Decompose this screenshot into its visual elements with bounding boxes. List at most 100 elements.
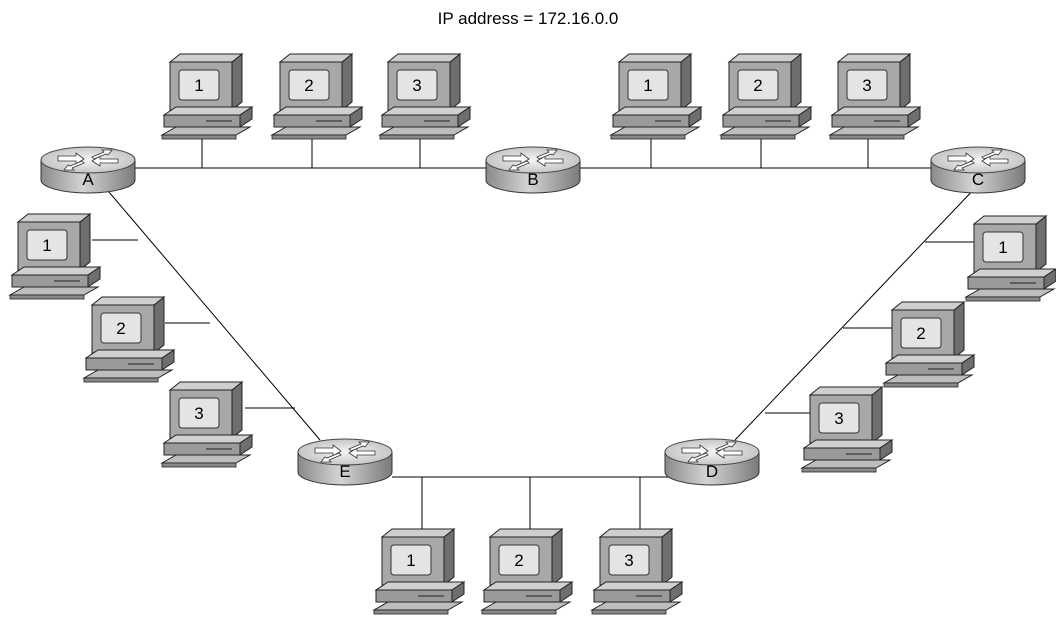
host-ab-3[interactable]: 3 bbox=[378, 52, 472, 140]
keyboard-front bbox=[161, 134, 237, 140]
keyboard-front bbox=[83, 377, 159, 383]
monitor-side bbox=[1035, 214, 1047, 274]
monitor-top bbox=[808, 386, 884, 396]
host-label: 2 bbox=[753, 76, 762, 95]
keyboard bbox=[964, 288, 1056, 298]
cpu-top bbox=[84, 349, 176, 359]
host-label: 1 bbox=[998, 238, 1007, 257]
cpu-top bbox=[830, 106, 922, 116]
router-top bbox=[930, 146, 1026, 174]
host-ab-2[interactable]: 2 bbox=[270, 52, 364, 140]
router-arrows-icon bbox=[57, 149, 119, 171]
keyboard-front bbox=[161, 462, 237, 468]
keyboard bbox=[378, 126, 470, 136]
cpu-side bbox=[879, 439, 893, 461]
monitor-screen bbox=[396, 69, 438, 101]
router-arrows-icon bbox=[947, 149, 1009, 171]
host-bc-1[interactable]: 1 bbox=[609, 52, 703, 140]
cpu-top bbox=[966, 268, 1056, 278]
host-label: 2 bbox=[116, 319, 125, 338]
cpu-top bbox=[884, 354, 976, 364]
router-arrows-icon bbox=[502, 149, 564, 171]
cpu-top bbox=[162, 106, 254, 116]
cpu-side bbox=[688, 106, 702, 128]
router-b[interactable]: B bbox=[485, 146, 581, 194]
cpu-side bbox=[559, 581, 573, 603]
cpu-top bbox=[721, 106, 813, 116]
monitor-side bbox=[153, 295, 165, 355]
host-label: 1 bbox=[42, 236, 51, 255]
keyboard-front bbox=[883, 382, 959, 388]
router-top bbox=[664, 438, 760, 466]
cpu-side bbox=[161, 349, 175, 371]
monitor-top bbox=[488, 528, 564, 538]
router-c[interactable]: C bbox=[930, 146, 1026, 194]
cpu-side bbox=[457, 106, 471, 128]
host-label: 3 bbox=[834, 409, 843, 428]
keyboard-front bbox=[829, 134, 905, 140]
host-ae-3[interactable]: 3 bbox=[160, 380, 254, 468]
router-label: B bbox=[527, 170, 538, 189]
monitor-side bbox=[443, 527, 455, 587]
monitor-screen bbox=[900, 317, 942, 349]
router-label: E bbox=[339, 462, 350, 481]
monitor-top bbox=[168, 381, 244, 391]
keyboard-front bbox=[801, 467, 877, 473]
cpu-side bbox=[87, 266, 101, 288]
monitor-screen bbox=[608, 544, 650, 576]
host-ed-1[interactable]: 1 bbox=[372, 527, 466, 615]
host-label: 3 bbox=[862, 76, 871, 95]
monitor-top bbox=[168, 53, 244, 63]
monitor-top bbox=[972, 215, 1048, 225]
keyboard bbox=[160, 126, 252, 136]
keyboard-front bbox=[720, 134, 796, 140]
host-label: 3 bbox=[412, 76, 421, 95]
keyboard-front bbox=[591, 609, 667, 615]
monitor-top bbox=[890, 301, 966, 311]
router-a[interactable]: A bbox=[40, 146, 136, 194]
host-ae-2[interactable]: 2 bbox=[82, 295, 176, 383]
host-label: 3 bbox=[194, 404, 203, 423]
monitor-top bbox=[617, 53, 693, 63]
host-label: 2 bbox=[514, 551, 523, 570]
monitor-screen bbox=[627, 69, 669, 101]
cpu-side bbox=[451, 581, 465, 603]
host-label: 2 bbox=[916, 324, 925, 343]
host-bc-3[interactable]: 3 bbox=[828, 52, 922, 140]
monitor-side bbox=[953, 300, 965, 360]
host-ae-1[interactable]: 1 bbox=[8, 212, 102, 300]
link-c-d bbox=[734, 184, 979, 441]
monitor-side bbox=[551, 527, 563, 587]
monitor-screen bbox=[178, 397, 220, 429]
cpu-side bbox=[239, 434, 253, 456]
diagram-title: IP address = 172.16.0.0 bbox=[438, 9, 619, 28]
keyboard-front bbox=[379, 134, 455, 140]
keyboard-front bbox=[373, 609, 449, 615]
cpu-side bbox=[907, 106, 921, 128]
host-ed-2[interactable]: 2 bbox=[480, 527, 574, 615]
cpu-top bbox=[374, 581, 466, 591]
monitor-top bbox=[727, 53, 803, 63]
host-cd-2[interactable]: 2 bbox=[882, 300, 976, 388]
host-cd-1[interactable]: 1 bbox=[964, 214, 1056, 302]
cpu-side bbox=[1043, 268, 1056, 290]
host-bc-2[interactable]: 2 bbox=[719, 52, 813, 140]
monitor-side bbox=[79, 212, 91, 272]
keyboard bbox=[590, 601, 682, 611]
host-ed-3[interactable]: 3 bbox=[590, 527, 684, 615]
host-ab-1[interactable]: 1 bbox=[160, 52, 254, 140]
host-cd-3[interactable]: 3 bbox=[800, 385, 894, 473]
keyboard bbox=[160, 454, 252, 464]
monitor-top bbox=[90, 296, 166, 306]
monitor-top bbox=[16, 213, 92, 223]
routers: A B C D E bbox=[40, 146, 1026, 486]
monitor-screen bbox=[26, 229, 68, 261]
monitor-side bbox=[449, 52, 461, 112]
monitor-screen bbox=[982, 231, 1024, 263]
router-d[interactable]: D bbox=[664, 438, 760, 486]
keyboard bbox=[609, 126, 701, 136]
keyboard bbox=[828, 126, 920, 136]
router-e[interactable]: E bbox=[297, 438, 393, 486]
